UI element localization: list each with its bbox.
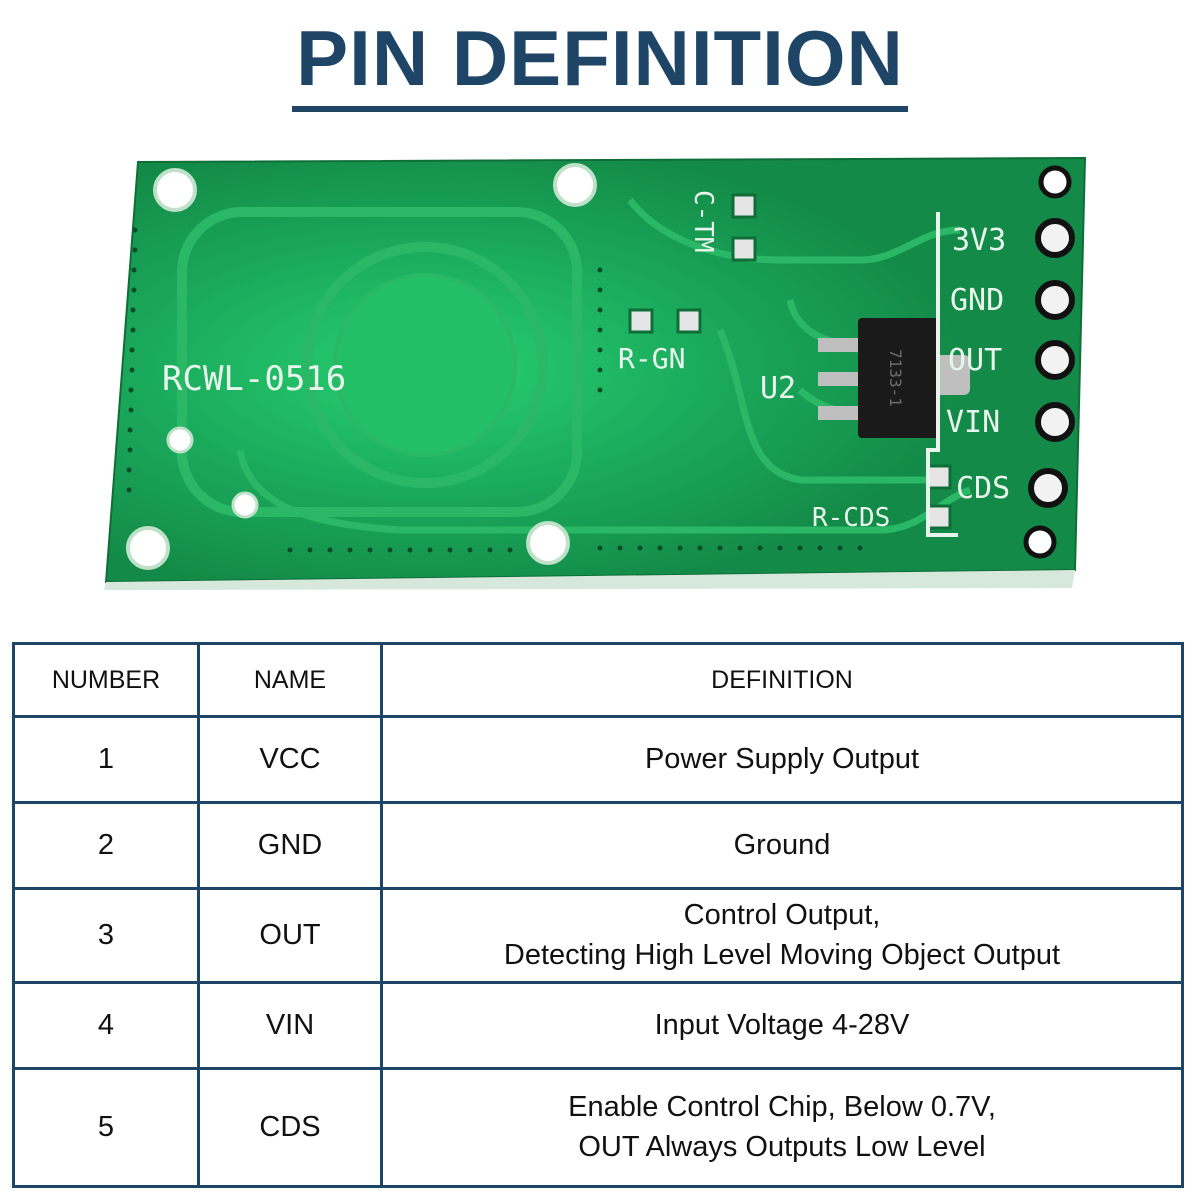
pcb-edge bbox=[104, 570, 1075, 590]
definition-line: Enable Control Chip, Below 0.7V, bbox=[568, 1091, 996, 1124]
board-model-label: RCWL-0516 bbox=[162, 359, 346, 399]
pin-label-vin: VIN bbox=[946, 405, 1000, 440]
pin-number: 3 bbox=[12, 887, 200, 984]
definition-line: Power Supply Output bbox=[644, 742, 920, 775]
pcb-photo: 7133-1 RCWL-0516 C-TM R-GN U2 R-CDS 3V3 … bbox=[100, 150, 1100, 590]
definition-line: Detecting High Level Moving Object Outpu… bbox=[503, 938, 1061, 971]
pin-definition: Ground bbox=[380, 801, 1184, 890]
via-hole bbox=[231, 491, 259, 519]
table-row: 2 GND Ground bbox=[12, 801, 1184, 890]
definition-line: Input Voltage 4-28V bbox=[654, 1008, 910, 1041]
header-definition: DEFINITION bbox=[380, 642, 1184, 718]
mount-hole bbox=[553, 163, 597, 207]
pin-name: VCC bbox=[197, 715, 383, 804]
corner-hole bbox=[1023, 525, 1057, 559]
pin-label-3v3: 3V3 bbox=[952, 223, 1006, 258]
via-row bbox=[126, 227, 863, 553]
silk-outline bbox=[926, 212, 958, 537]
table-header-row: NUMBER NAME DEFINITION bbox=[12, 642, 1184, 718]
pcb-trace bbox=[627, 197, 961, 264]
title-wrap: PIN DEFINITION bbox=[0, 17, 1200, 112]
pin-name: VIN bbox=[197, 981, 383, 1070]
table-row: 3 OUT Control Output, Detecting High Lev… bbox=[12, 887, 1184, 984]
pin-name: GND bbox=[197, 801, 383, 890]
table-row: 4 VIN Input Voltage 4-28V bbox=[12, 981, 1184, 1070]
silk-c-tm: C-TM bbox=[688, 190, 718, 253]
pin-definition: Enable Control Chip, Below 0.7V, OUT Alw… bbox=[380, 1067, 1184, 1188]
table-row: 5 CDS Enable Control Chip, Below 0.7V, O… bbox=[12, 1067, 1184, 1188]
pin-definition: Control Output, Detecting High Level Mov… bbox=[380, 887, 1184, 984]
pin-name: OUT bbox=[197, 887, 383, 984]
mount-hole bbox=[526, 521, 570, 565]
mount-hole bbox=[153, 168, 197, 212]
pin-number: 4 bbox=[12, 981, 200, 1070]
silk-r-gn: R-GN bbox=[618, 342, 685, 375]
silk-u2: U2 bbox=[760, 371, 796, 406]
chip-marking: 7133-1 bbox=[886, 349, 905, 407]
antenna-disc bbox=[333, 273, 517, 457]
pin-number: 5 bbox=[12, 1067, 200, 1188]
definition-line: OUT Always Outputs Low Level bbox=[578, 1130, 986, 1163]
pcb-illustration: 7133-1 RCWL-0516 C-TM R-GN U2 R-CDS 3V3 … bbox=[104, 156, 1087, 590]
header-pins bbox=[1028, 218, 1075, 508]
pin-label-gnd: GND bbox=[950, 283, 1004, 318]
mount-hole bbox=[126, 526, 170, 570]
pin-label-cds: CDS bbox=[956, 471, 1010, 506]
smd-pads bbox=[628, 193, 952, 530]
definition-line: Ground bbox=[733, 828, 831, 861]
definition-line: Control Output, bbox=[683, 899, 881, 932]
page-title: PIN DEFINITION bbox=[292, 17, 908, 112]
pin-definition-table: NUMBER NAME DEFINITION 1 VCC Power Suppl… bbox=[12, 642, 1184, 1188]
pcb-trace bbox=[716, 328, 950, 484]
regulator-chip: 7133-1 bbox=[818, 318, 970, 438]
header-name: NAME bbox=[197, 642, 383, 718]
pin-name: CDS bbox=[197, 1067, 383, 1188]
corner-hole bbox=[1038, 165, 1072, 199]
via-hole bbox=[166, 426, 194, 454]
antenna-loop bbox=[177, 207, 582, 517]
table-row: 1 VCC Power Supply Output bbox=[12, 715, 1184, 804]
pin-definition: Power Supply Output bbox=[380, 715, 1184, 804]
pin-definition: Input Voltage 4-28V bbox=[380, 981, 1184, 1070]
silk-r-cds: R-CDS bbox=[812, 503, 890, 533]
pin-number: 1 bbox=[12, 715, 200, 804]
antenna-ring bbox=[302, 242, 548, 488]
pin-number: 2 bbox=[12, 801, 200, 890]
header-number: NUMBER bbox=[12, 642, 200, 718]
pin-label-out: OUT bbox=[948, 343, 1002, 378]
